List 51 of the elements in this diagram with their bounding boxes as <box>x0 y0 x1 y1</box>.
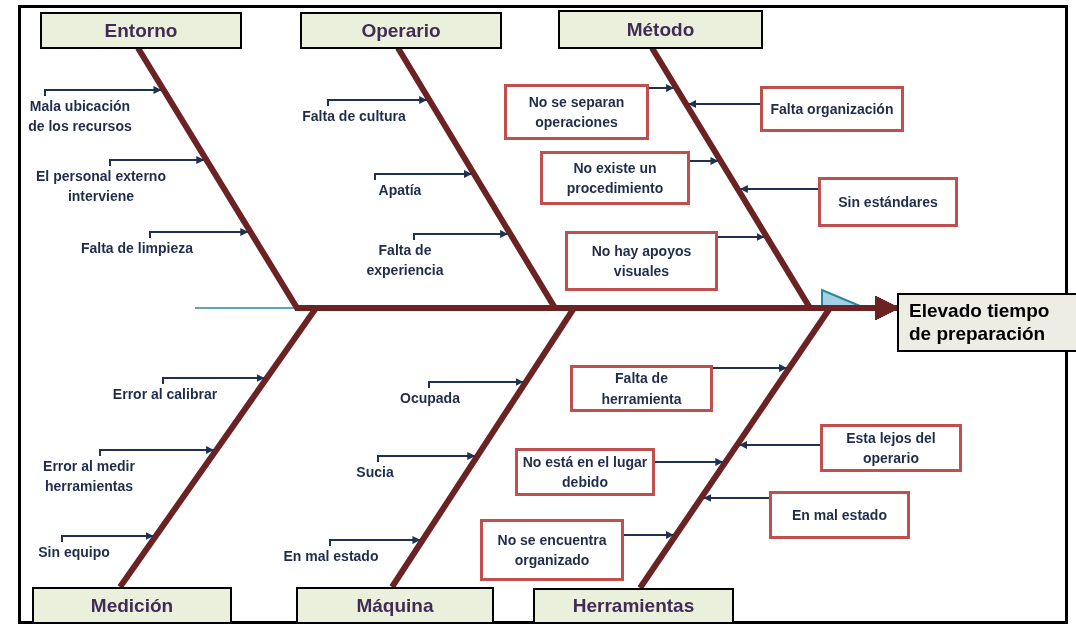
arrow <box>99 446 215 457</box>
cause-box: Falta de herramienta <box>570 365 713 412</box>
effect-box: Elevado tiempo de preparación <box>897 293 1076 352</box>
category-box: Máquina <box>296 587 494 624</box>
arrow <box>689 157 719 165</box>
arrow <box>739 441 821 449</box>
cause-text: Error al calibrar <box>98 384 232 404</box>
category-box: Operario <box>300 12 502 49</box>
cause-box: No se separan operaciones <box>504 84 649 140</box>
arrow <box>44 86 162 97</box>
arrow <box>374 170 473 181</box>
arrow <box>717 233 765 241</box>
arrow <box>109 156 205 167</box>
arrow <box>739 185 819 193</box>
arrow <box>654 458 724 466</box>
arrow <box>149 228 249 239</box>
cause-text: Falta de cultura <box>295 106 413 126</box>
cause-box: En mal estado <box>769 491 910 539</box>
cause-text: En mal estado <box>272 546 390 566</box>
cause-text: Ocupada <box>390 388 470 408</box>
cause-box: Esta lejos del operario <box>820 424 962 472</box>
cause-text: El personal externo interviene <box>25 166 177 206</box>
arrow <box>712 364 788 372</box>
arrow <box>623 531 674 539</box>
cause-text: Error al medir herramientas <box>34 456 144 496</box>
cause-box: Falta organización <box>760 86 904 132</box>
arrow <box>688 100 761 108</box>
arrow <box>428 378 524 389</box>
cause-text: Falta de experiencia <box>355 240 455 280</box>
cause-box: No existe un procedimiento <box>540 151 690 205</box>
arrow <box>703 494 770 502</box>
cause-text: Falta de limpieza <box>66 238 208 258</box>
category-box: Herramientas <box>533 588 734 624</box>
category-box: Entorno <box>40 12 242 49</box>
arrow <box>377 452 476 463</box>
cause-box: Sin estándares <box>818 177 958 227</box>
arrow <box>61 532 154 543</box>
cause-box: No está en el lugar debido <box>515 448 655 496</box>
category-box: Medición <box>32 587 232 624</box>
cause-text: Sin equipo <box>28 542 120 562</box>
cause-box: No se encuentra organizado <box>480 519 624 581</box>
cause-box: No hay apoyos visuales <box>565 231 718 291</box>
arrow <box>413 230 509 241</box>
category-box: Método <box>558 10 763 49</box>
cause-text: Mala ubicación de los recursos <box>22 96 138 136</box>
arrow <box>648 84 675 92</box>
arrow <box>329 536 421 547</box>
arrow <box>162 374 265 385</box>
arrow <box>327 96 428 107</box>
cause-text: Apatía <box>368 180 432 200</box>
cause-text: Sucia <box>350 462 400 482</box>
